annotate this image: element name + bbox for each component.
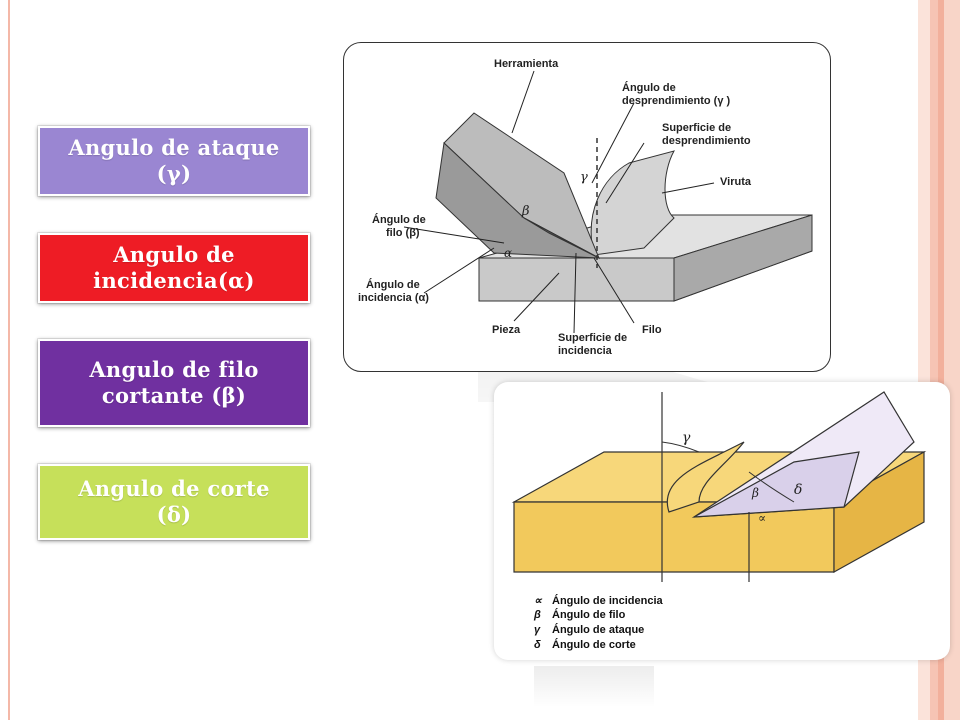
cutting-tool-svg: Herramienta Ángulo de desprendimiento (γ…: [358, 58, 813, 357]
cutting-tool-diagram: Herramienta Ángulo de desprendimiento (γ…: [343, 42, 831, 372]
button-label: Angulo de corte: [78, 476, 270, 501]
label-superficie-desprendimiento: Superficie de: [662, 122, 731, 134]
label-superficie-incidencia: Superficie de: [558, 332, 627, 344]
button-angulo-incidencia[interactable]: Angulo de incidencia(α): [38, 233, 310, 303]
cutting-angles-diagram: γ β δ ∝ ∝ Ángulo de incidencia β Ángulo …: [494, 382, 950, 660]
legend-text: Ángulo de ataque: [552, 624, 645, 636]
label-herramienta: Herramienta: [494, 58, 559, 70]
button-angulo-corte[interactable]: Angulo de corte (δ): [38, 464, 310, 540]
label-superficie-desprendimiento-2: desprendimiento: [662, 135, 751, 147]
legend-text: Ángulo de corte: [552, 639, 636, 651]
label-angulo-desprendimiento: Ángulo de: [622, 81, 676, 94]
button-label: Angulo de filo: [89, 357, 259, 382]
button-symbol: (δ): [156, 502, 192, 527]
legend-glyph: δ: [534, 639, 541, 651]
label-angulo-filo-2: filo (β): [386, 227, 420, 239]
button-angulo-ataque[interactable]: Angulo de ataque (γ): [38, 126, 310, 196]
legend-item-corte: δ Ángulo de corte: [534, 639, 636, 651]
legend-glyph: ∝: [534, 595, 542, 607]
button-symbol: cortante (β): [101, 383, 247, 408]
legend-item-ataque: γ Ángulo de ataque: [534, 624, 644, 636]
delta-mark: δ: [794, 482, 802, 498]
button-label: Angulo de ataque: [68, 135, 280, 160]
beta-mark: β: [751, 486, 759, 500]
alpha-mark: α: [504, 246, 512, 260]
legend-reflection: [494, 662, 950, 720]
label-angulo-filo: Ángulo de: [372, 213, 426, 226]
label-angulo-incidencia-2: incidencia (α): [358, 292, 429, 304]
legend-item-filo: β Ángulo de filo: [534, 609, 625, 621]
button-label: Angulo de: [113, 242, 235, 267]
label-pieza: Pieza: [492, 324, 521, 336]
legend-item-incidencia: ∝ Ángulo de incidencia: [534, 594, 663, 608]
legend-glyph: γ: [534, 624, 541, 636]
button-symbol: (γ): [156, 161, 192, 186]
legend-glyph: β: [534, 609, 541, 621]
cutting-angles-svg: γ β δ ∝: [511, 391, 927, 582]
label-superficie-incidencia-2: incidencia: [558, 345, 613, 357]
gamma-mark: γ: [580, 170, 588, 185]
button-angulo-filo[interactable]: Angulo de filo cortante (β): [38, 339, 310, 427]
legend-text: Ángulo de incidencia: [552, 594, 663, 607]
alpha-mark: ∝: [758, 511, 766, 525]
legend-text: Ángulo de filo: [552, 609, 626, 621]
label-angulo-incidencia: Ángulo de: [366, 278, 420, 291]
label-viruta: Viruta: [720, 176, 752, 188]
gamma-mark: γ: [682, 430, 691, 446]
beta-mark: β: [521, 204, 530, 219]
button-symbol: incidencia(α): [93, 268, 255, 293]
label-angulo-desprendimiento-2: desprendimiento (γ ): [622, 95, 731, 107]
slide-left-border: [8, 0, 10, 720]
label-filo: Filo: [642, 324, 662, 336]
